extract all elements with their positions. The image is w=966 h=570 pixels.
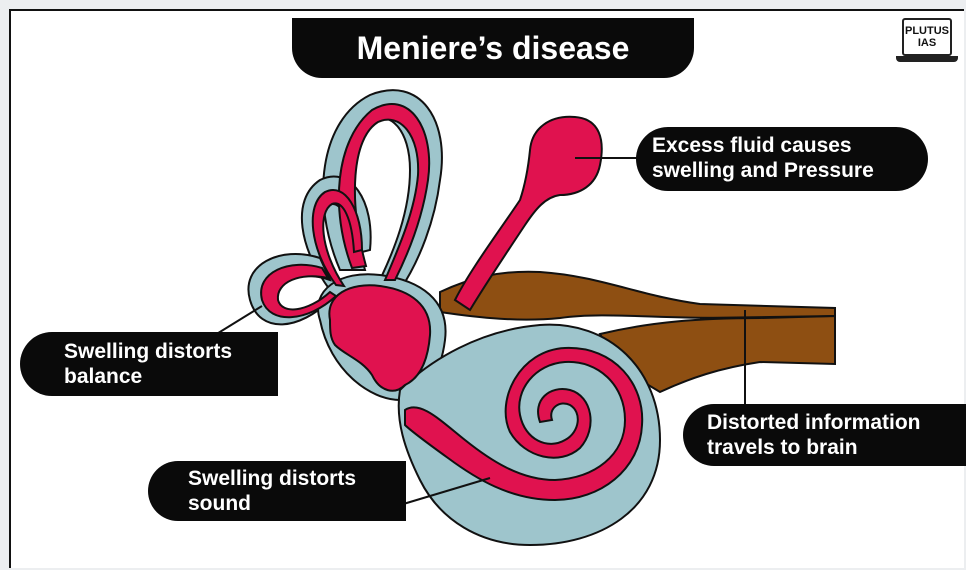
label-sound: Swelling distorts sound [148,461,406,521]
label-fluid-line2: swelling and Pressure [652,158,928,183]
label-fluid-line1: Excess fluid causes [652,133,928,158]
leader-balance [215,306,262,335]
label-sound-line1: Swelling distorts [188,466,406,491]
nerve-upper [440,272,835,322]
label-info-line1: Distorted information [707,410,966,435]
label-balance: Swelling distorts balance [20,332,278,396]
label-balance-line1: Swelling distorts [64,339,278,364]
label-sound-line2: sound [188,491,406,516]
label-excess-fluid: Excess fluid causes swelling and Pressur… [636,127,928,191]
label-distorted-info: Distorted information travels to brain [683,404,966,466]
label-balance-line2: balance [64,364,278,389]
label-info-line2: travels to brain [707,435,966,460]
utricle-saccule [329,285,430,390]
